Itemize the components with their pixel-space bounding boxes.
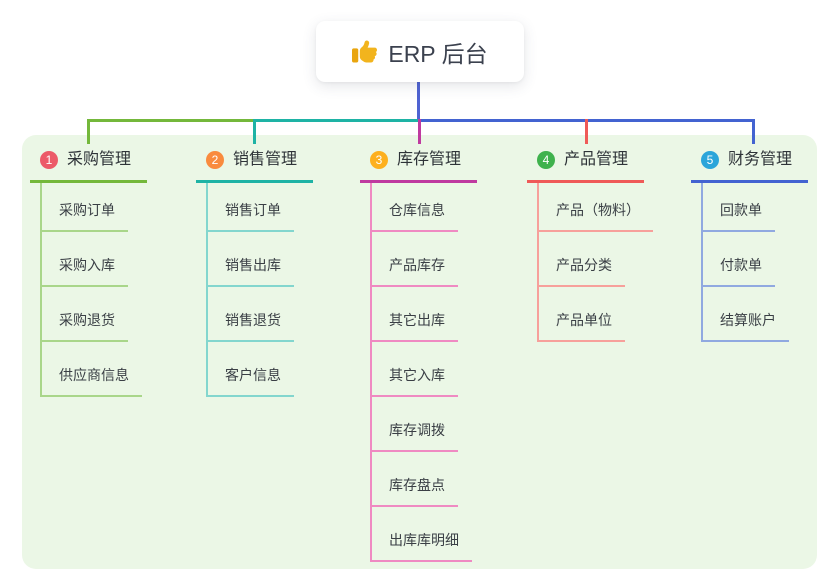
trunk-line — [417, 82, 420, 120]
drop-line-4 — [585, 119, 588, 144]
branch-5: 5 财务管理回款单付款单结算账户 — [691, 149, 808, 342]
drop-line-5 — [752, 119, 755, 144]
branch-4-label: 产品管理 — [564, 151, 629, 168]
branch-1-label: 采购管理 — [67, 151, 132, 168]
root-node[interactable]: ERP 后台 — [316, 21, 524, 82]
branch-2-title[interactable]: 2 销售管理 — [196, 149, 313, 183]
tree-node[interactable]: 付款单 — [703, 232, 775, 287]
drop-line-2 — [253, 119, 256, 144]
tree-node[interactable]: 出库库明细 — [372, 507, 472, 562]
branch-5-badge: 5 — [701, 151, 719, 169]
tree-node[interactable]: 其它出库 — [372, 287, 458, 342]
tree-node[interactable]: 仓库信息 — [372, 183, 458, 232]
tree-node[interactable]: 回款单 — [703, 183, 775, 232]
tree-node[interactable]: 销售订单 — [208, 183, 294, 232]
branch-4: 4 产品管理产品（物料）产品分类产品单位 — [527, 149, 653, 342]
tree-node[interactable]: 采购订单 — [42, 183, 128, 232]
thumbs-up-icon — [352, 40, 378, 63]
branch-4-children: 产品（物料）产品分类产品单位 — [537, 183, 653, 342]
branch-3-badge: 3 — [370, 151, 388, 169]
tree-node[interactable]: 销售出库 — [208, 232, 294, 287]
tree-node[interactable]: 库存盘点 — [372, 452, 458, 507]
drop-line-1 — [87, 119, 90, 144]
branch-5-children: 回款单付款单结算账户 — [701, 183, 789, 342]
branch-1-children: 采购订单采购入库采购退货供应商信息 — [40, 183, 142, 397]
hline-mid — [253, 119, 418, 122]
branches-panel — [22, 135, 817, 569]
branch-2-badge: 2 — [206, 151, 224, 169]
branch-1: 1 采购管理采购订单采购入库采购退货供应商信息 — [30, 149, 147, 397]
tree-node[interactable]: 采购入库 — [42, 232, 128, 287]
tree-node[interactable]: 其它入库 — [372, 342, 458, 397]
tree-node[interactable]: 库存调拨 — [372, 397, 458, 452]
tree-node[interactable]: 产品分类 — [539, 232, 625, 287]
branch-5-title[interactable]: 5 财务管理 — [691, 149, 808, 183]
branch-2-children: 销售订单销售出库销售退货客户信息 — [206, 183, 294, 397]
branch-3-children: 仓库信息产品库存其它出库其它入库库存调拨库存盘点出库库明细 — [370, 183, 472, 562]
branch-5-label: 财务管理 — [728, 151, 793, 168]
tree-node[interactable]: 销售退货 — [208, 287, 294, 342]
branch-2-label: 销售管理 — [233, 151, 298, 168]
tree-node[interactable]: 产品库存 — [372, 232, 458, 287]
root-title: ERP 后台 — [388, 40, 488, 67]
branch-1-badge: 1 — [40, 151, 58, 169]
tree-node[interactable]: 客户信息 — [208, 342, 294, 397]
tree-node[interactable]: 产品单位 — [539, 287, 625, 342]
branch-3-title[interactable]: 3 库存管理 — [360, 149, 477, 183]
branch-4-title[interactable]: 4 产品管理 — [527, 149, 644, 183]
hline-left — [87, 119, 253, 122]
tree-node[interactable]: 结算账户 — [703, 287, 789, 342]
branch-1-title[interactable]: 1 采购管理 — [30, 149, 147, 183]
tree-node[interactable]: 供应商信息 — [42, 342, 142, 397]
drop-line-3 — [418, 119, 421, 144]
tree-node[interactable]: 产品（物料） — [539, 183, 653, 232]
branch-2: 2 销售管理销售订单销售出库销售退货客户信息 — [196, 149, 313, 397]
branch-3-label: 库存管理 — [397, 151, 462, 168]
branch-4-badge: 4 — [537, 151, 555, 169]
tree-node[interactable]: 采购退货 — [42, 287, 128, 342]
branch-3: 3 库存管理仓库信息产品库存其它出库其它入库库存调拨库存盘点出库库明细 — [360, 149, 477, 562]
